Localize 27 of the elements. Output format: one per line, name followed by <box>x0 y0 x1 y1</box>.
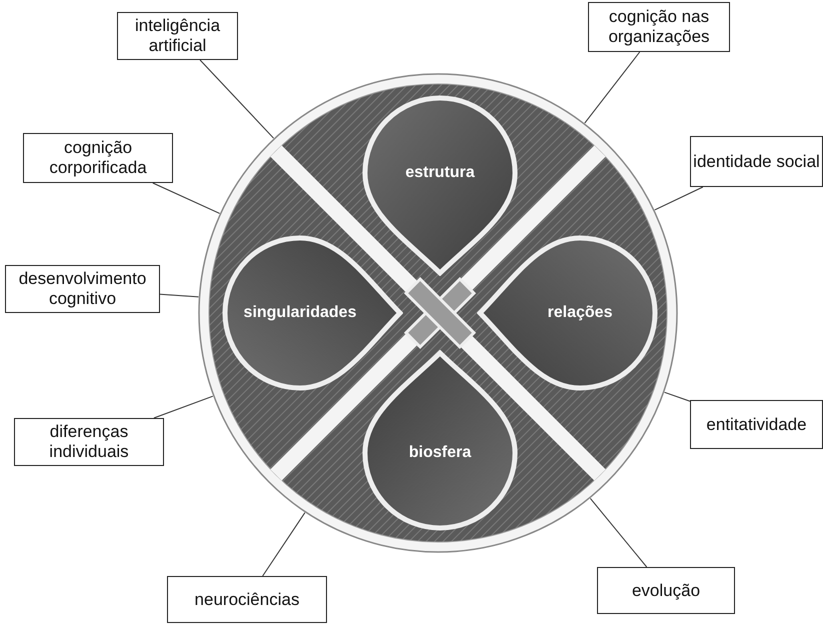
outer-circle <box>198 73 678 553</box>
petal-shape <box>222 235 403 391</box>
concept-box: cognição nas organizações <box>588 2 730 52</box>
leader-line <box>262 512 306 576</box>
leader-line <box>200 60 274 139</box>
petal-label: singularidades <box>244 304 356 322</box>
leader-line <box>654 186 704 210</box>
petal-label: biosfera <box>408 444 472 462</box>
concept-box: cognição corporificada <box>23 133 173 183</box>
leader-line <box>664 392 690 402</box>
concept-box: desenvolvimento cognitivo <box>5 265 160 313</box>
leader-line <box>152 182 220 214</box>
concept-box: entitatividade <box>690 400 823 449</box>
petal-label: estrutura <box>405 164 475 182</box>
concept-box: identidade social <box>690 136 823 187</box>
concept-box: inteligência artificial <box>117 12 238 60</box>
leader-line <box>590 498 648 568</box>
leader-line <box>584 52 640 124</box>
leader-line <box>160 294 200 298</box>
petal-shape <box>362 350 518 531</box>
petal-shape <box>362 95 518 276</box>
leader-line <box>153 396 214 418</box>
concept-box: evolução <box>597 567 735 614</box>
petal-label: relações <box>548 304 612 322</box>
concept-box: diferenças individuais <box>14 418 164 466</box>
petal-shape <box>477 235 658 391</box>
concept-box: neurociências <box>167 576 327 623</box>
